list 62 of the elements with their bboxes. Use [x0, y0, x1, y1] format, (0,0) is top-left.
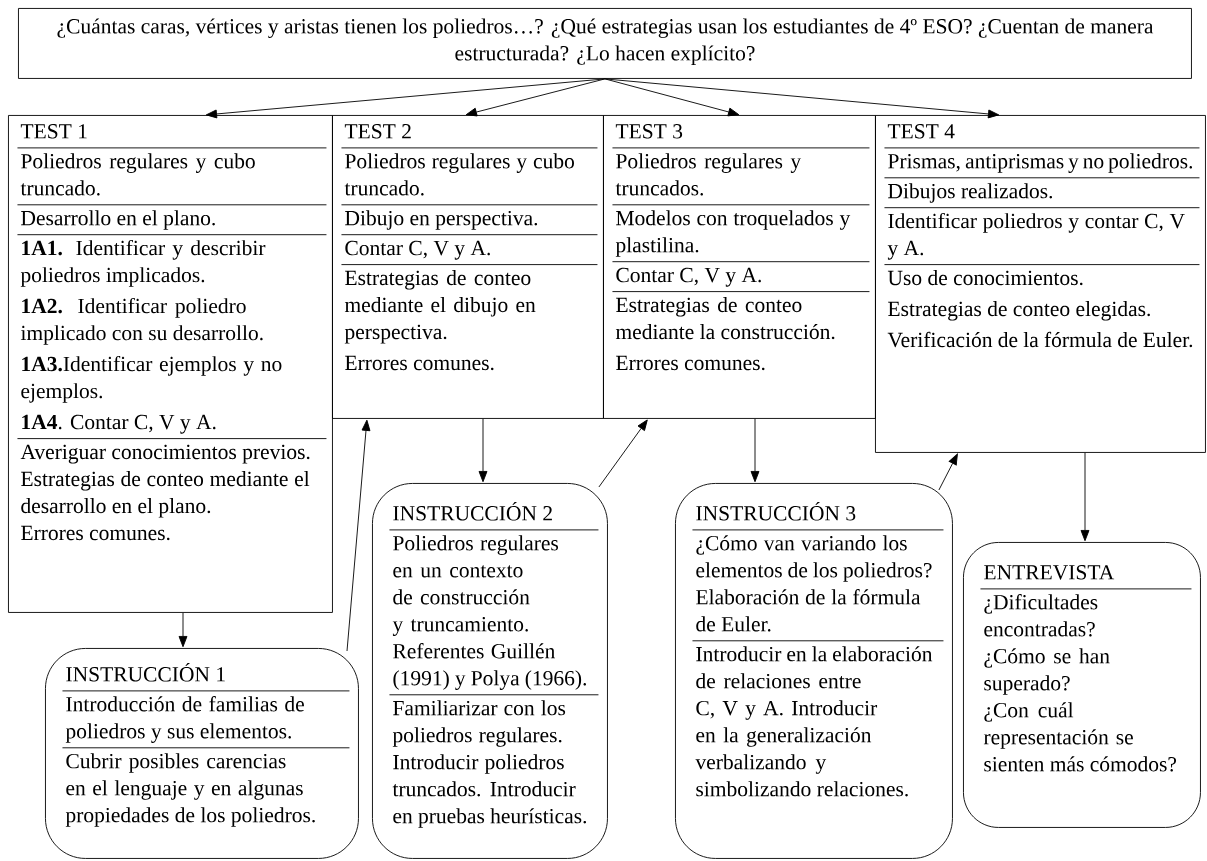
- arrow: [598, 419, 648, 488]
- body-text: Contar C, V y A.: [345, 240, 490, 260]
- body-text: Dibujos realizados.: [888, 183, 1053, 203]
- body-text: Verificación de la fórmula de Euler.: [887, 331, 1193, 348]
- body-text: Introducción de familias de poliedros y sus elementos.: [65, 696, 304, 743]
- test-box: [875, 115, 1206, 453]
- body-text: Prismas, antiprismas y no poliedros.: [888, 153, 1193, 173]
- arrow: [346, 419, 371, 652]
- heading-text: INSTRUCCIÓN 1: [66, 662, 225, 682]
- body-text: Poliedros regulares en un contexto de construcción y truncamiento. Referentes Guillén (1991) y Polya (1966).: [392, 535, 586, 690]
- body-text: ¿Con cuál representación se sienten más cómodos?: [983, 702, 1177, 772]
- body-text: Familiarizar con los poliedros regulares. Introducir poliedros truncados. Introducir en pruebas heurísticas.: [392, 700, 587, 828]
- body-text: 1A4. Contar C, V y A.: [22, 414, 216, 434]
- arrow: [750, 418, 760, 483]
- body-text: Dibujo en perspectiva.: [345, 210, 538, 230]
- arrow: [478, 418, 488, 483]
- body-text: Introducir en la elaboración de relaciones entre C, V y A. Introducir en la generalización verbalizando y simbolizando relaciones.: [695, 646, 933, 797]
- body-text: Estrategias de conteo elegidas.: [888, 301, 1150, 321]
- body-text: Errores comunes.: [345, 355, 494, 371]
- arrow: [938, 453, 958, 491]
- instruction-box: [45, 648, 359, 859]
- interview-box: [963, 542, 1201, 828]
- arrow: [205, 78, 606, 119]
- heading-text: INSTRUCCIÓN 3: [696, 501, 856, 521]
- body-text: Errores comunes.: [616, 355, 765, 371]
- question-box: [18, 8, 1192, 79]
- body-text: 1A2. Identificar poliedro implicado con su desarrollo.: [20, 297, 263, 345]
- heading-text: TEST 1: [20, 124, 87, 139]
- heading-text: INSTRUCCIÓN 2: [393, 501, 552, 521]
- test-box: [8, 115, 333, 613]
- heading-text: ENTREVISTA: [984, 565, 1115, 580]
- arrow: [178, 612, 188, 648]
- body-text: Errores comunes.: [21, 525, 170, 541]
- body-text: ¿Cómo van variando los elementos de los poliedros? Elaboración de la fórmula de Euler.: [696, 535, 932, 632]
- arrow: [465, 78, 606, 117]
- heading-text: TEST 4: [887, 124, 955, 139]
- instruction-box: [675, 483, 953, 859]
- body-text: Contar C, V y A.: [616, 267, 761, 287]
- body-text: Modelos con troquelados y plastilina.: [615, 210, 851, 257]
- heading-text: TEST 2: [344, 124, 411, 139]
- heading-text: TEST 3: [615, 124, 683, 139]
- test-box: [603, 115, 876, 419]
- body-text: Poliedros regulares y cubo truncado.: [20, 153, 255, 196]
- test-box: [332, 115, 604, 419]
- body-text: Uso de conocimientos.: [887, 270, 1083, 286]
- body-text: Estrategias de conteo mediante el desarrollo en el plano.: [21, 471, 310, 518]
- question-text: ¿Cuántas caras, vértices y aristas tienen los poliedros…? ¿Qué estrategias usan los estudiantes de 4º ESO? ¿Cuentan de manera estructurada? ¿Lo hacen explícito?: [57, 18, 1154, 65]
- arrow: [1080, 452, 1090, 542]
- body-text: Cubrir posibles carencias en el lenguaje y en algunas propiedades de los poliedros.: [65, 753, 315, 827]
- body-text: Poliedros regulares y truncados.: [615, 153, 802, 196]
- instruction-box: [372, 483, 608, 859]
- body-text: Desarrollo en el plano.: [21, 210, 215, 230]
- body-text: ¿Cómo se han superado?: [984, 648, 1110, 695]
- body-text: Estrategias de conteo mediante el dibujo en perspectiva.: [344, 270, 536, 344]
- body-text: Poliedros regulares y cubo truncado.: [344, 153, 574, 196]
- body-text: 1A1. Identificar y describir poliedros implicados.: [20, 239, 266, 287]
- body-text: 1A3.Identificar ejemplos y no ejemplos.: [21, 355, 282, 403]
- body-text: Estrategias de conteo mediante la construcción.: [615, 297, 835, 340]
- body-text: ¿Dificultades encontradas?: [984, 594, 1098, 637]
- body-text: Identificar poliedros y contar C, V y A.: [887, 212, 1185, 260]
- arrow: [604, 78, 1000, 119]
- body-text: Averiguar conocimientos previos.: [20, 444, 310, 464]
